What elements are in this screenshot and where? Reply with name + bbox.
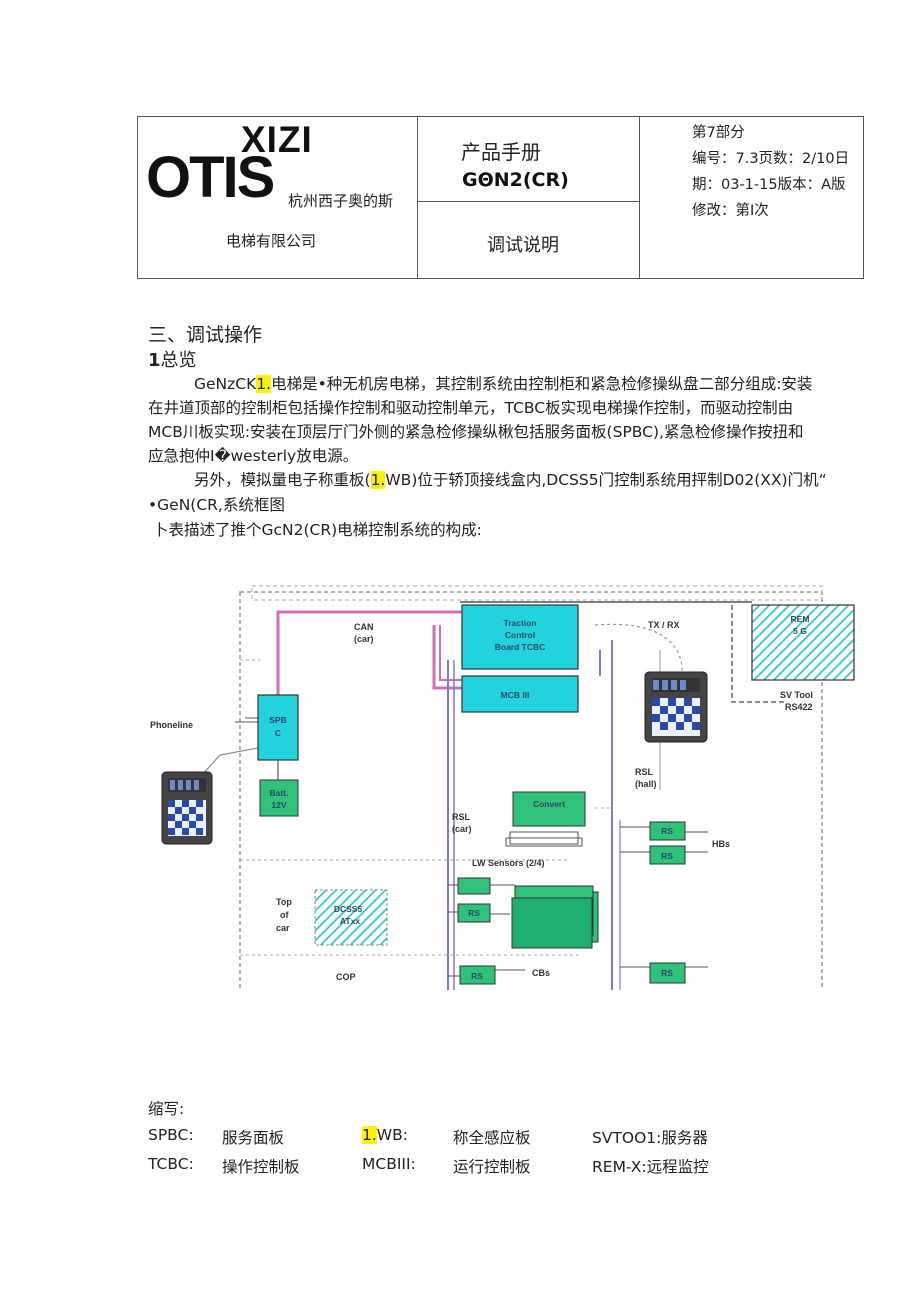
car-label: (car) bbox=[452, 824, 472, 834]
company-name-line1: 杭州西子奥的斯 bbox=[288, 192, 394, 210]
meta-line: 编号：7.3页数：2/10日 bbox=[692, 151, 850, 167]
text-run: 电梯是•种无机房电梯，其控制系统由控制柜和紧急检修操纵盘二部分组成:安装 bbox=[271, 375, 813, 393]
abbreviations-title: 缩写: bbox=[148, 1100, 185, 1118]
paragraph-line: 另外，模拟量电子称重板(1.WB)位于轿顶接线盒内,DCSS5门控制系统用抨制D… bbox=[194, 468, 827, 490]
rsl-hall-label: RSL bbox=[635, 767, 654, 777]
section-title: 三、调试操作 bbox=[148, 324, 263, 346]
table-divider bbox=[639, 117, 640, 278]
text-run: GeNzCK bbox=[194, 375, 257, 393]
highlighted-text: 1. bbox=[362, 1126, 377, 1144]
rsl-car-label: RSL bbox=[452, 812, 471, 822]
svtool-label: SV Tool bbox=[780, 690, 813, 700]
paragraph-line: GeNzCK1.电梯是•种无机房电梯，其控制系统由控制柜和紧急检修操纵盘二部分组… bbox=[194, 372, 812, 394]
tcbc-label: Traction bbox=[503, 618, 536, 628]
rs422-label: RS422 bbox=[785, 702, 813, 712]
document-type: 调试说明 bbox=[487, 235, 559, 256]
lw-sensors-label: LW Sensors (2/4) bbox=[472, 858, 545, 868]
text-run: WB: bbox=[376, 1126, 408, 1144]
meta-line: 期：03-1-15版本：A版 bbox=[692, 177, 846, 193]
document-meta: 第7部分 编号：7.3页数：2/10日 期：03-1-15版本：A版 修改：第Ⅰ… bbox=[692, 120, 849, 224]
paragraph-line: 应急抱仲I�westerly放电源。 bbox=[148, 447, 359, 465]
abbr-value: SVTOO1:服务器 bbox=[592, 1129, 708, 1147]
svg-text:RS: RS bbox=[661, 968, 673, 978]
abbr-value: 运行控制板 bbox=[453, 1158, 531, 1176]
paragraph-line: MCB川板实现:安装在顶层厅门外侧的紧急检修操纵楸包括服务面板(SPBC),紧急… bbox=[148, 423, 804, 441]
abbr-key: 1.WB: bbox=[362, 1126, 408, 1144]
svg-text:Convert: Convert bbox=[533, 799, 565, 809]
abbr-value: 操作控制板 bbox=[222, 1158, 300, 1176]
svg-text:RS: RS bbox=[468, 908, 480, 918]
subsection-title: 1总览 bbox=[148, 346, 197, 372]
subsection-label: 总览 bbox=[160, 350, 197, 371]
system-block-diagram: Traction Control Board TCBC MCB III SPB … bbox=[140, 580, 870, 990]
abbr-key: TCBC: bbox=[148, 1155, 194, 1173]
product-manual-title: 产品手册 bbox=[461, 140, 541, 164]
logo-xizi: XIZI bbox=[241, 119, 313, 160]
abbr-value: 服务面板 bbox=[222, 1129, 285, 1147]
company-name-line2: 电梯有限公司 bbox=[226, 232, 317, 250]
svg-text:MCB III: MCB III bbox=[501, 690, 530, 700]
abbr-key: MCBIII: bbox=[362, 1155, 416, 1173]
logo-otis: OTIS bbox=[146, 145, 275, 210]
svg-text:12V: 12V bbox=[271, 800, 286, 810]
highlighted-text: 1. bbox=[256, 375, 272, 393]
meta-line: 第7部分 bbox=[692, 125, 745, 141]
abbr-value: 称全感应板 bbox=[453, 1129, 531, 1147]
svg-text:Board TCBC: Board TCBC bbox=[495, 642, 546, 652]
paragraph-line: 卜表描述了推个GcN2(CR)电梯控制系统的构成: bbox=[153, 521, 482, 539]
meta-line: 修改：第Ⅰ次 bbox=[692, 203, 769, 219]
svg-text:Batt.: Batt. bbox=[270, 788, 289, 798]
paragraph-line: •GeN(CR,系统框图 bbox=[148, 496, 285, 514]
hbs-label: HBs bbox=[712, 839, 730, 849]
cbs-label: CBs bbox=[532, 968, 550, 978]
car-label-2: car bbox=[276, 923, 290, 933]
svg-text:SPB: SPB bbox=[269, 715, 286, 725]
svg-text:ATxx: ATxx bbox=[340, 916, 360, 926]
can-sub-label: (car) bbox=[354, 634, 374, 644]
subsection-number: 1 bbox=[148, 350, 161, 371]
cop-label: COP bbox=[336, 972, 356, 982]
can-label: CAN bbox=[354, 622, 374, 632]
txrx-label: TX / RX bbox=[648, 620, 680, 630]
of-label: of bbox=[280, 910, 289, 920]
svg-text:RS: RS bbox=[661, 851, 673, 861]
top-label: Top bbox=[276, 897, 292, 907]
hall-label: (hall) bbox=[635, 779, 657, 789]
svg-text:DCSS5: DCSS5 bbox=[334, 904, 363, 914]
svg-text:REM: REM bbox=[791, 614, 810, 624]
header-table: XIZI OTIS 杭州西子奥的斯 电梯有限公司 产品手册 GΘN2(CR) 调… bbox=[137, 116, 864, 279]
abbr-key: SPBC: bbox=[148, 1126, 194, 1144]
phoneline-label: Phoneline bbox=[150, 720, 193, 730]
abbr-value: REM-X:远程监控 bbox=[592, 1158, 709, 1176]
text-run: 另外，模拟量电子称重板( bbox=[194, 471, 371, 489]
svg-text:RS: RS bbox=[661, 826, 673, 836]
svg-text:RS: RS bbox=[471, 971, 483, 981]
paragraph-line: 在井道顶部的控制柜包括操作控制和驱动控制单元，TCBC板实现电梯操作控制，而驱动… bbox=[148, 399, 794, 417]
table-divider bbox=[417, 201, 639, 202]
product-model: GΘN2(CR) bbox=[462, 169, 569, 191]
text-run: WB)位于轿顶接线盒内,DCSS5门控制系统用抨制D02(XX)门机“ bbox=[385, 471, 827, 489]
svg-text:C: C bbox=[275, 728, 281, 738]
highlighted-text: 1. bbox=[370, 471, 386, 489]
table-divider bbox=[417, 117, 418, 278]
svg-text:5 G: 5 G bbox=[793, 626, 807, 636]
svg-text:Control: Control bbox=[505, 630, 535, 640]
